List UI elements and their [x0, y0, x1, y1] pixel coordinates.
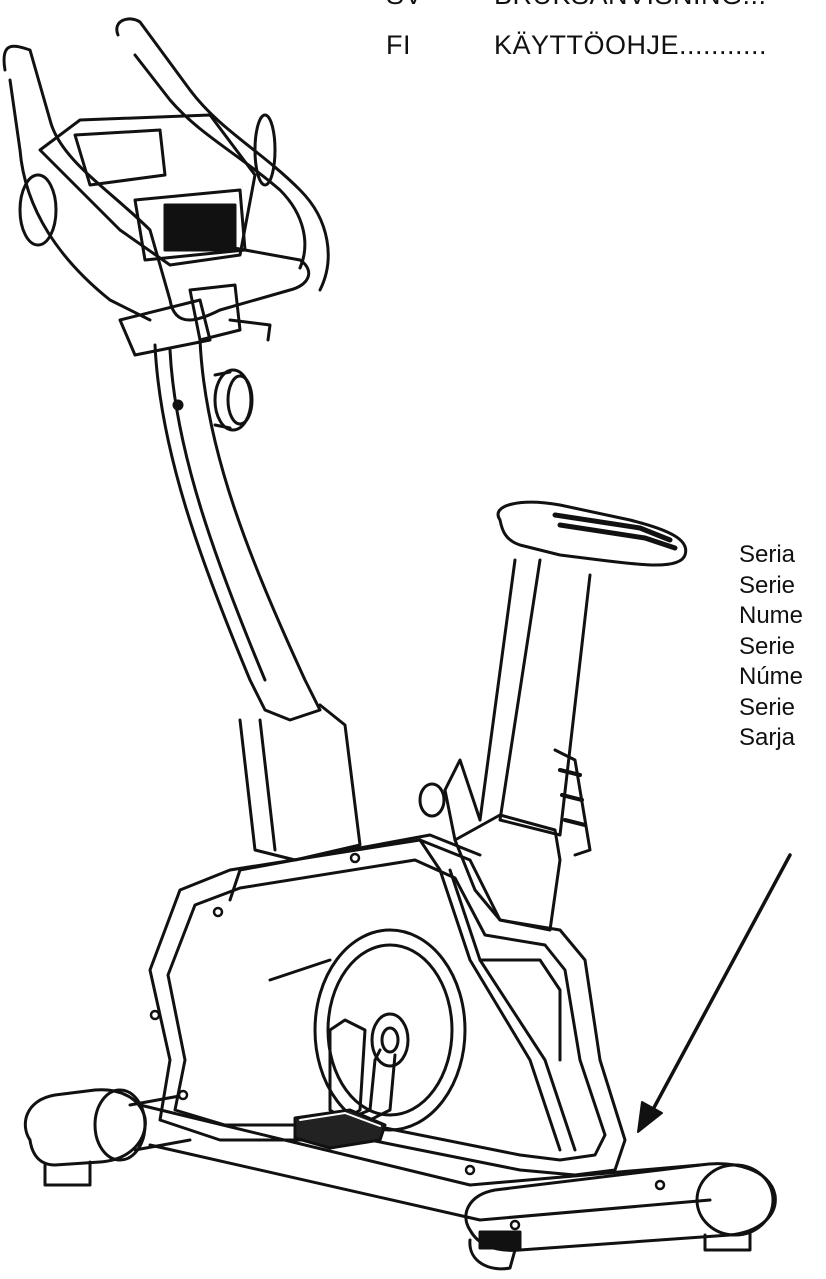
handlebar-stem	[153, 338, 362, 862]
serial-label: Seria	[739, 541, 796, 568]
seat-post	[418, 558, 592, 932]
serial-label: Serie	[739, 632, 796, 660]
serial-label: Nume	[739, 602, 804, 629]
pedal-assembly	[293, 1018, 397, 1150]
serial-pointer-arrow	[637, 853, 792, 1133]
console-display	[38, 113, 272, 342]
toc-language-code: SV	[386, 0, 423, 11]
base-rail	[138, 1103, 712, 1222]
frame-bolts	[149, 852, 666, 1231]
saddle	[496, 500, 688, 567]
flywheel	[268, 928, 467, 1132]
toc-title: KÄYTTÖOHJE...........	[494, 30, 768, 60]
serial-label: Serie	[739, 571, 796, 599]
rear-stabilizer	[23, 1088, 192, 1187]
serial-label: Núme	[739, 663, 804, 690]
body-shroud	[148, 833, 627, 1177]
serial-number-labels: Seria Serie Nume Serie Núme Serie Sarja	[739, 540, 826, 754]
handlebars	[2, 17, 330, 357]
toc-title: BRUKSANVISNING...	[494, 0, 767, 11]
toc-language-code: FI	[386, 30, 411, 60]
serial-label: Serie	[739, 693, 796, 721]
tension-knob	[213, 368, 254, 432]
serial-label: Sarja	[739, 724, 796, 751]
